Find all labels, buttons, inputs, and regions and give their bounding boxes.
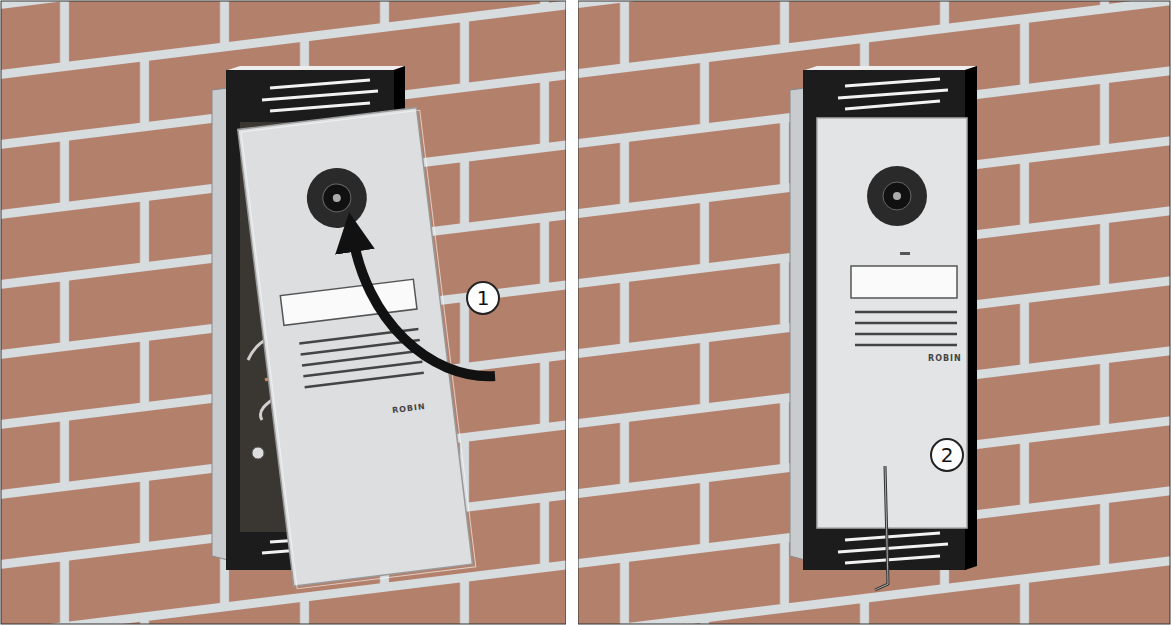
brick-wall <box>578 1 1170 624</box>
callout-number: 1 <box>466 281 500 315</box>
intercom-closed <box>790 66 977 590</box>
brand-logo: ROBIN <box>928 354 962 363</box>
intercom-open <box>212 66 495 589</box>
brick-wall <box>1 1 566 624</box>
callout-number: 2 <box>930 438 964 472</box>
allen-key <box>875 466 888 590</box>
